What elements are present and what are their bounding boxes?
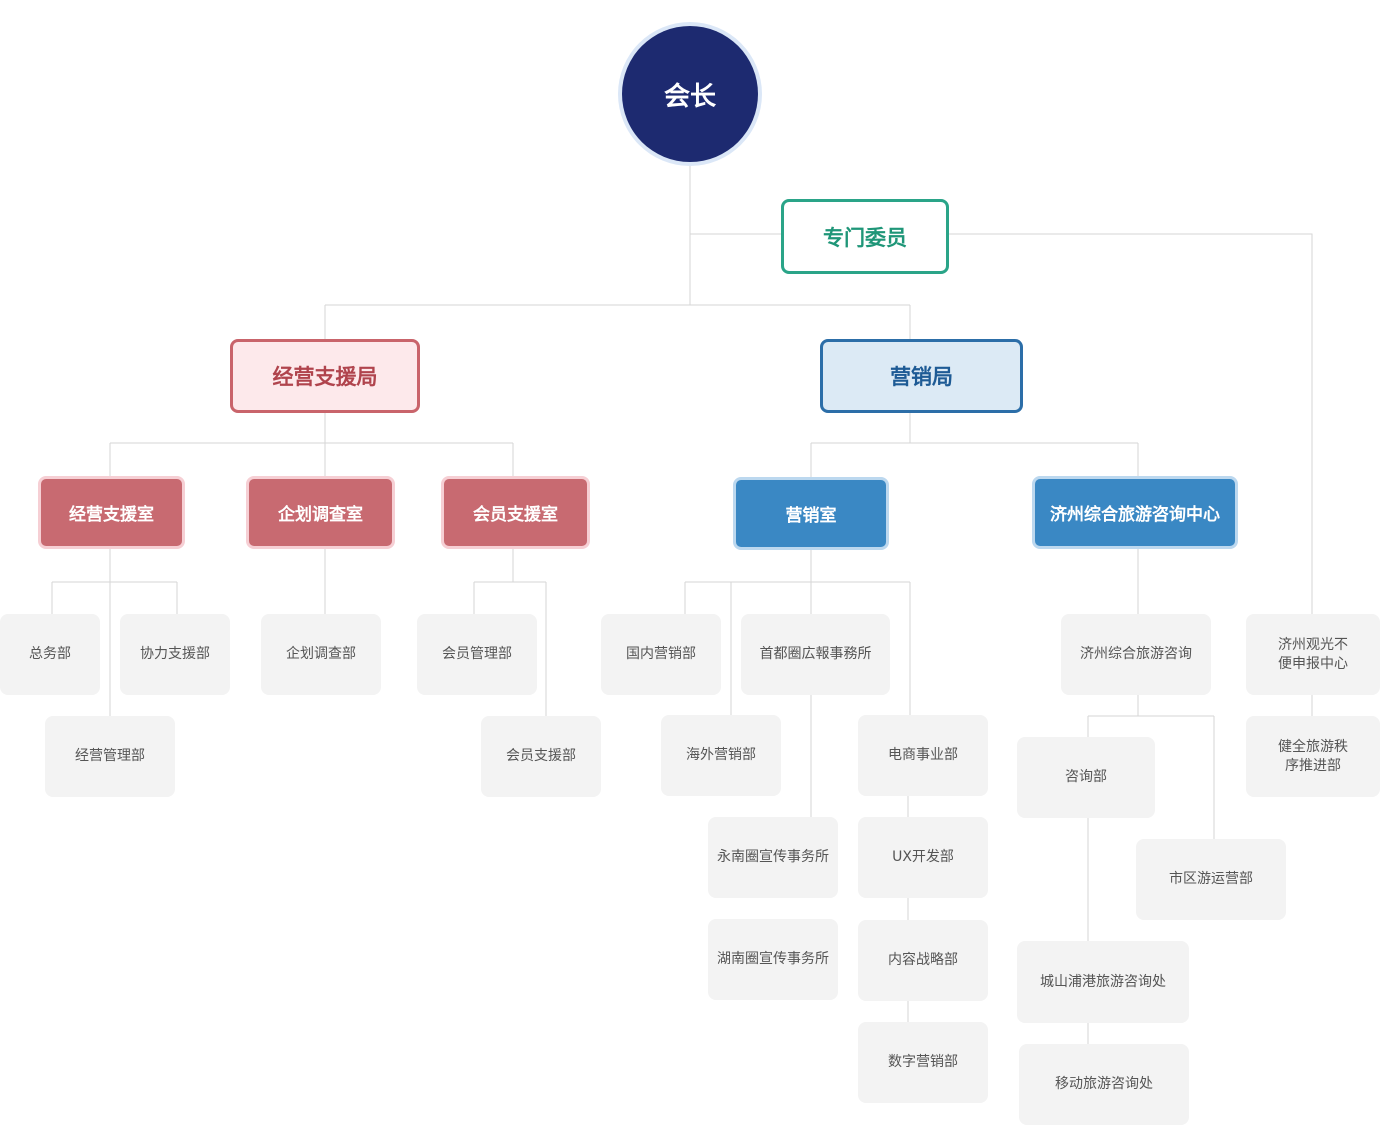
dept-capital-area-office-label: 首都圈広報事務所 [759, 646, 872, 662]
dept-tourism-complaint-center-label: 济州观光不 便申报中心 [1278, 636, 1348, 674]
committee-label: 专门委员 [823, 225, 907, 250]
dept-ux-development: UX开发部 [858, 817, 988, 898]
dept-member-management: 会员管理部 [417, 614, 537, 695]
dept-member-management-label: 会员管理部 [442, 646, 512, 662]
dept-content-strategy-label: 内容战略部 [888, 952, 958, 968]
order-line-1: 健全旅游秩 [1278, 738, 1348, 755]
dept-jeju-tourist-info: 济州综合旅游咨询 [1061, 614, 1211, 695]
dept-honam-office-label: 湖南圈宣传事务所 [717, 951, 829, 967]
dept-honam-office: 湖南圈宣传事务所 [708, 919, 838, 1000]
chairman-label: 会长 [663, 81, 716, 112]
dept-consulting: 咨询部 [1017, 737, 1155, 818]
dept-member-support-label: 会员支援部 [506, 748, 576, 764]
dept-planning-research-label: 企划调查部 [286, 646, 356, 662]
dept-planning-research: 企划调查部 [261, 614, 381, 695]
bureau-marketing-label: 营销局 [890, 365, 953, 389]
dept-domestic-marketing: 国内营销部 [601, 614, 721, 695]
dept-general-affairs-label: 总务部 [29, 646, 71, 662]
room-member-support: 会员支援室 [441, 476, 590, 549]
room-management-support: 经营支援室 [38, 476, 185, 549]
bureau-management-support: 经营支援局 [230, 339, 420, 413]
dept-yeongnam-office-label: 永南圈宣传事务所 [717, 849, 829, 865]
room-management-support-label: 经营支援室 [69, 505, 154, 525]
dept-general-affairs: 总务部 [0, 614, 100, 695]
dept-capital-area-office: 首都圈広報事務所 [741, 614, 890, 695]
dept-content-strategy: 内容战略部 [858, 920, 988, 1001]
dept-city-tour-operation: 市区游运营部 [1136, 839, 1286, 920]
order-line-2: 序推进部 [1285, 757, 1341, 774]
dept-management-admin: 经营管理部 [45, 716, 175, 797]
room-jeju-info-center-label: 济州综合旅游咨询中心 [1050, 505, 1220, 525]
dept-ux-development-label: UX开发部 [892, 849, 954, 865]
dept-tourism-complaint-center: 济州观光不 便申报中心 [1246, 614, 1380, 695]
dept-digital-marketing-label: 数字营销部 [888, 1054, 958, 1070]
dept-overseas-marketing: 海外营销部 [661, 715, 781, 796]
dept-seongsan-info: 城山浦港旅游咨询处 [1017, 941, 1189, 1023]
dept-consulting-label: 咨询部 [1065, 769, 1107, 785]
dept-mobile-info: 移动旅游咨询处 [1019, 1044, 1189, 1125]
room-jeju-info-center: 济州综合旅游咨询中心 [1032, 476, 1238, 549]
room-planning-research: 企划调查室 [246, 476, 395, 549]
dept-member-support: 会员支援部 [481, 716, 601, 797]
dept-overseas-marketing-label: 海外营销部 [686, 747, 756, 763]
dept-cooperation-support: 协力支援部 [120, 614, 230, 695]
dept-digital-marketing: 数字营销部 [858, 1022, 988, 1103]
dept-mobile-info-label: 移动旅游咨询处 [1055, 1076, 1153, 1092]
dept-tourism-order-promotion: 健全旅游秩 序推进部 [1246, 716, 1380, 797]
dept-yeongnam-office: 永南圈宣传事务所 [708, 817, 838, 898]
dept-ecommerce-label: 电商事业部 [888, 747, 958, 763]
room-marketing-label: 营销室 [785, 506, 837, 526]
complaint-line-1: 济州观光不 [1278, 636, 1348, 653]
bureau-marketing: 营销局 [820, 339, 1023, 413]
dept-domestic-marketing-label: 国内营销部 [626, 646, 696, 662]
dept-jeju-tourist-info-label: 济州综合旅游咨询 [1080, 646, 1192, 662]
dept-seongsan-info-label: 城山浦港旅游咨询处 [1040, 973, 1166, 990]
dept-tourism-order-promotion-label: 健全旅游秩 序推进部 [1278, 738, 1348, 776]
dept-management-admin-label: 经营管理部 [75, 748, 145, 764]
complaint-line-2: 便申报中心 [1278, 655, 1348, 672]
room-planning-research-label: 企划调查室 [278, 505, 363, 525]
dept-cooperation-support-label: 协力支援部 [140, 646, 210, 662]
dept-city-tour-operation-label: 市区游运营部 [1169, 871, 1253, 887]
bureau-management-support-label: 经营支援局 [272, 365, 378, 389]
committee-node: 专门委员 [781, 199, 949, 274]
dept-ecommerce: 电商事业部 [858, 715, 988, 796]
room-marketing: 营销室 [733, 477, 889, 550]
chairman-node: 会长 [622, 26, 758, 162]
room-member-support-label: 会员支援室 [473, 505, 558, 525]
